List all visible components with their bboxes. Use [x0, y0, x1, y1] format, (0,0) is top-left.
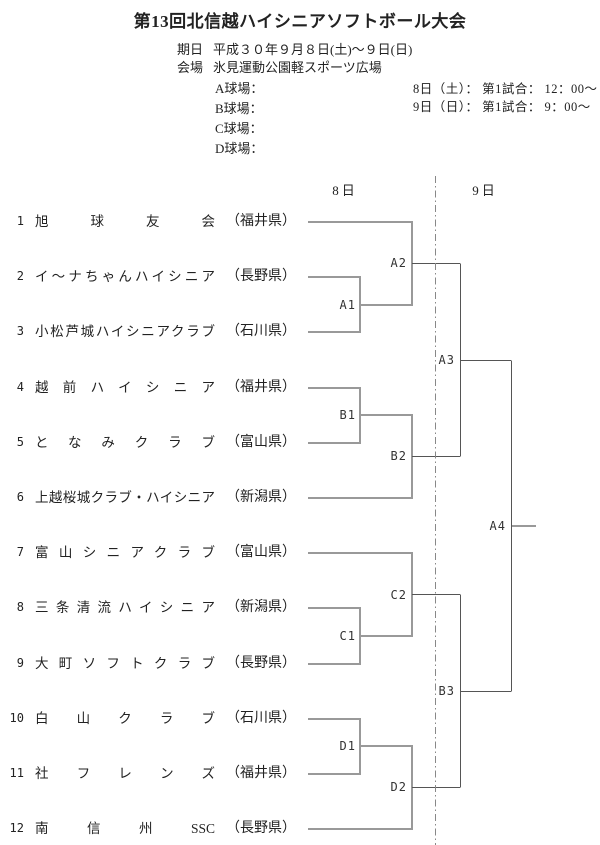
team-prefecture: （新潟県）	[226, 490, 296, 505]
match-label-b3: B3	[438, 684, 455, 698]
team-row-3: 3 小松芦城ハイシニアクラブ （石川県）	[0, 322, 308, 342]
team-seed-number: 3	[16, 324, 24, 338]
team-name: 大町ソフトクラブ	[35, 656, 215, 671]
team-name: 上越桜城クラブ・ハイシニア	[35, 490, 215, 505]
team-name: イ～ナちゃんハイシニア	[35, 269, 215, 284]
team-name: 南信州SSC	[35, 821, 215, 836]
team-prefecture: （福井県）	[226, 214, 296, 229]
match-label-d1: D1	[339, 739, 356, 753]
team-prefecture: （富山県）	[226, 435, 296, 450]
team-seed-number: 8	[16, 600, 24, 614]
team-seed-number: 1	[16, 214, 24, 228]
team-row-7: 7 富山シニアクラブ （富山県）	[0, 543, 308, 563]
team-row-6: 6 上越桜城クラブ・ハイシニア （新潟県）	[0, 488, 308, 508]
match-label-c2: C2	[390, 588, 407, 602]
match-label-d2: D2	[390, 780, 407, 794]
team-prefecture: （福井県）	[226, 766, 296, 781]
team-row-2: 2 イ～ナちゃんハイシニア （長野県）	[0, 267, 308, 287]
team-seed-number: 4	[16, 380, 24, 394]
team-row-12: 12 南信州SSC （長野県）	[0, 819, 308, 839]
team-seed-number: 10	[9, 711, 24, 725]
day1-header: 8日	[332, 183, 358, 198]
team-name: 白山クラブ	[35, 711, 215, 726]
team-row-1: 1 旭球友会 （福井県）	[0, 212, 308, 232]
page-title: 第13回北信越ハイシニアソフトボール大会	[133, 12, 467, 31]
field-d-label: D球場：	[215, 141, 264, 156]
team-prefecture: （長野県）	[226, 656, 296, 671]
team-prefecture: （長野県）	[226, 269, 296, 284]
team-prefecture: （石川県）	[226, 711, 296, 726]
team-prefecture: （新潟県）	[226, 600, 296, 615]
day2-header: 9日	[472, 183, 498, 198]
venue-value: 氷見運動公園軽スポーツ広場	[213, 60, 382, 75]
team-name: 三条清流ハイシニア	[35, 600, 215, 615]
team-row-8: 8 三条清流ハイシニア （新潟県）	[0, 598, 308, 618]
schedule-day2: 9日（日）： 第1試合： 9：00～	[413, 100, 591, 114]
date-label: 期日	[177, 42, 204, 57]
team-name: 旭球友会	[35, 214, 215, 229]
match-label-a3: A3	[438, 353, 455, 367]
venue-label: 会場	[177, 60, 204, 75]
team-row-11: 11 社フレンズ （福井県）	[0, 764, 308, 784]
team-name: となみクラブ	[35, 435, 215, 450]
field-a-label: A球場：	[215, 81, 264, 96]
team-seed-number: 2	[16, 269, 24, 283]
team-name: 富山シニアクラブ	[35, 545, 215, 560]
team-name: 小松芦城ハイシニアクラブ	[35, 324, 215, 339]
team-row-9: 9 大町ソフトクラブ （長野県）	[0, 654, 308, 674]
match-label-a4: A4	[489, 519, 506, 533]
team-prefecture: （石川県）	[226, 324, 296, 339]
team-name: 社フレンズ	[35, 766, 215, 781]
team-prefecture: （長野県）	[226, 821, 296, 836]
match-label-b2: B2	[390, 449, 407, 463]
match-label-b1: B1	[339, 408, 356, 422]
team-name: 越前ハイシニア	[35, 380, 215, 395]
team-seed-number: 5	[16, 435, 24, 449]
team-seed-number: 6	[16, 490, 24, 504]
team-row-5: 5 となみクラブ （富山県）	[0, 433, 308, 453]
match-label-a2: A2	[390, 256, 407, 270]
match-label-a1: A1	[339, 298, 356, 312]
team-seed-number: 9	[16, 656, 24, 670]
date-value: 平成３０年９月８日(土)～９日(日)	[213, 42, 413, 57]
team-prefecture: （富山県）	[226, 545, 296, 560]
team-seed-number: 12	[9, 821, 24, 835]
match-label-c1: C1	[339, 629, 356, 643]
team-seed-number: 11	[9, 766, 24, 780]
team-row-4: 4 越前ハイシニア （福井県）	[0, 378, 308, 398]
schedule-day1: 8日（土）： 第1試合： 12：00～	[413, 82, 598, 96]
team-row-10: 10 白山クラブ （石川県）	[0, 709, 308, 729]
team-prefecture: （福井県）	[226, 380, 296, 395]
field-b-label: B球場：	[215, 101, 263, 116]
team-seed-number: 7	[16, 545, 24, 559]
field-c-label: C球場：	[215, 121, 263, 136]
